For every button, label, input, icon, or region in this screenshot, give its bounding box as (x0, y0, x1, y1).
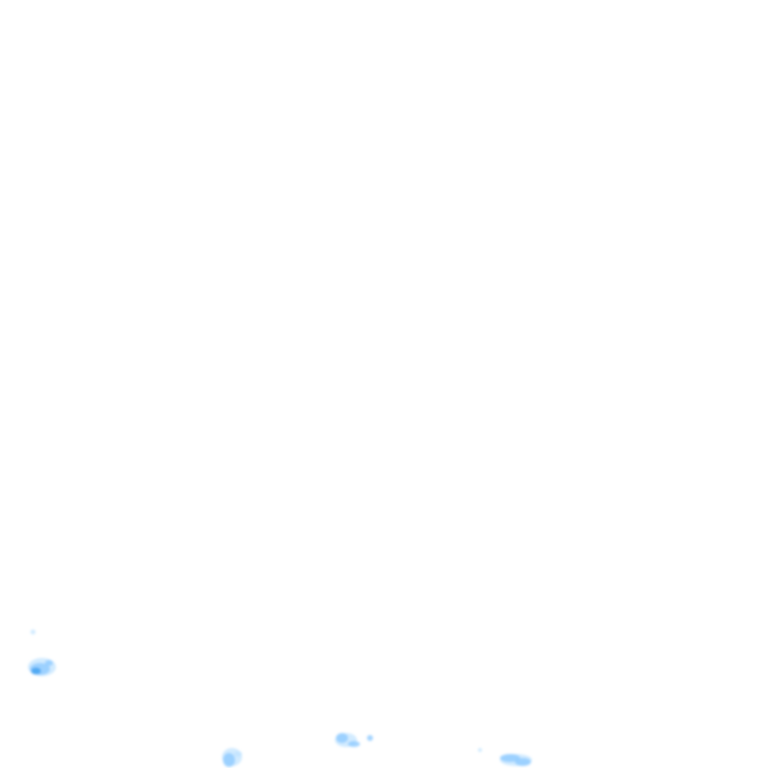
precipitation-echo-south-east (478, 748, 532, 766)
precipitation-echo-south-central (335, 733, 373, 747)
precipitation-echo-south-west (222, 748, 242, 767)
precipitation-echo-west (28, 629, 56, 676)
